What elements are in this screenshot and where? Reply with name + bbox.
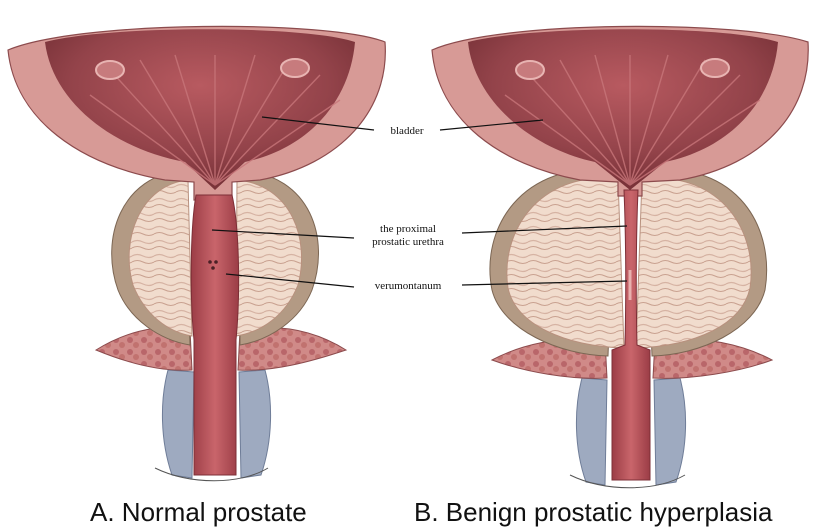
normal-left-base-structure — [162, 370, 194, 478]
bph-right-base-structure — [654, 378, 686, 485]
normal-right-base-structure — [239, 370, 271, 478]
verumontanum-label: verumontanum — [375, 280, 442, 292]
urethra-label-line2: prostatic urethra — [372, 236, 444, 248]
bph-left-ureteral-orifice — [516, 61, 544, 79]
caption-benign-prostatic-hyperplasia: B. Benign prostatic hyperplasia — [414, 497, 772, 527]
normal-urethra — [191, 195, 238, 475]
normal-left-ureteral-orifice — [96, 61, 124, 79]
caption-normal-prostate: A. Normal prostate — [90, 497, 307, 527]
bladder-label: bladder — [391, 125, 424, 137]
bph-prostate-illustration — [432, 26, 808, 487]
normal-bladder-lumen — [45, 29, 355, 190]
normal-prostate-illustration — [8, 26, 385, 480]
bph-left-base-structure — [576, 378, 607, 485]
normal-right-ureteral-orifice — [281, 59, 309, 77]
bph-bladder-lumen — [468, 29, 778, 190]
bph-right-ureteral-orifice — [701, 59, 729, 77]
urethra-label-line1: the proximal — [380, 223, 436, 235]
